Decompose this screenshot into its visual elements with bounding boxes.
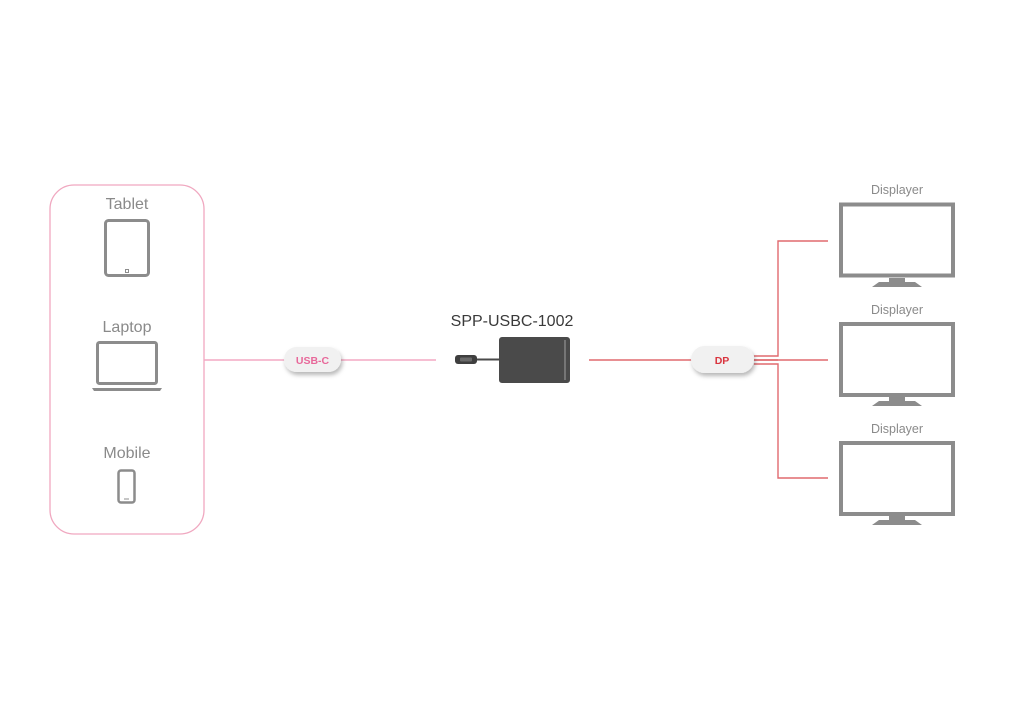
monitor-icon — [839, 441, 955, 525]
tablet-icon — [104, 219, 150, 277]
source-devices-group — [49, 184, 205, 535]
usb-c-connector-badge: USB-C — [284, 347, 341, 372]
dp-connector-badge: DP — [691, 346, 754, 373]
mobile-icon — [117, 469, 136, 504]
dp-split-lines — [754, 240, 828, 479]
mobile-label: Mobile — [103, 445, 150, 462]
monitor-icon — [839, 202, 955, 287]
adapter-model-label: SPP-USBC-1002 — [451, 313, 574, 330]
tablet-label: Tablet — [106, 196, 149, 213]
monitor-icon — [839, 322, 955, 406]
usb-c-connector-label: USB-C — [296, 355, 330, 367]
usb-c-adapter-icon — [455, 337, 570, 383]
display-label-2: Displayer — [871, 303, 923, 317]
laptop-label: Laptop — [103, 319, 152, 336]
laptop-icon — [92, 341, 162, 391]
dp-connector-label: DP — [715, 355, 730, 367]
display-label-1: Displayer — [871, 183, 923, 197]
display-label-3: Displayer — [871, 422, 923, 436]
